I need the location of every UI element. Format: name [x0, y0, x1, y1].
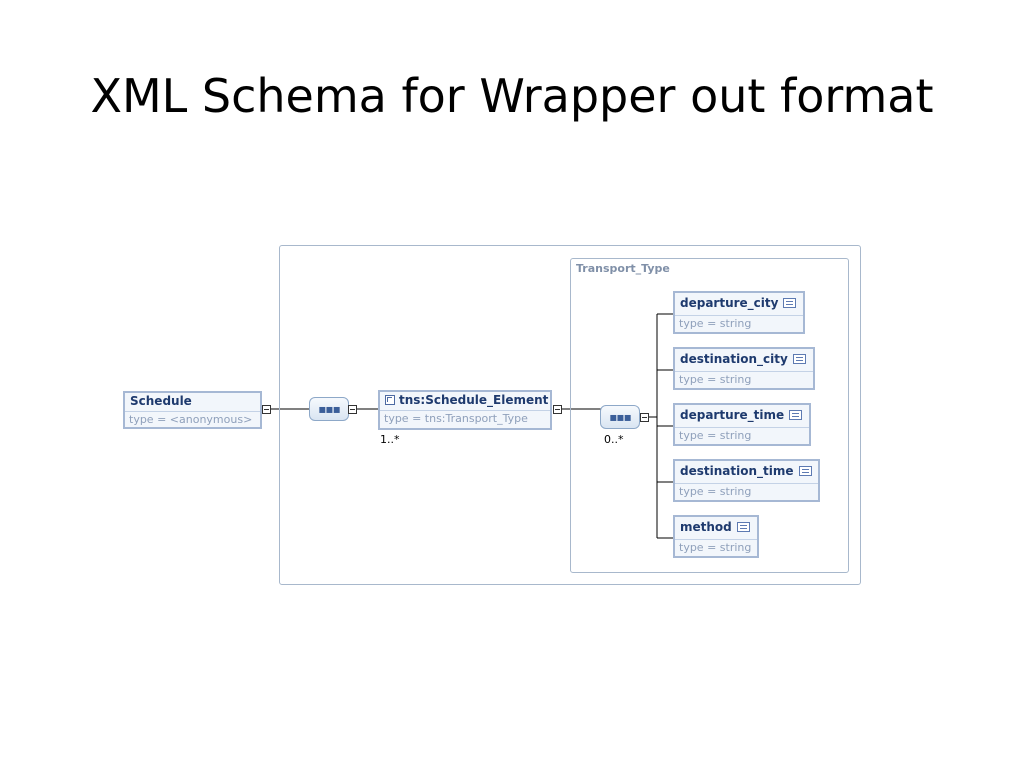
- sequence-icon[interactable]: ▪▪▪: [600, 405, 640, 429]
- child-element-destination-city[interactable]: destination_city type = string: [673, 347, 815, 390]
- sequence-occurs-label: 0..*: [604, 433, 624, 446]
- child-element-type: type = string: [679, 317, 752, 330]
- ref-icon: [385, 395, 395, 405]
- child-element-type: type = string: [679, 485, 752, 498]
- doc-icon: [792, 354, 806, 364]
- child-element-name: destination_city: [680, 352, 788, 366]
- schedule-element-type: type = <anonymous>: [129, 413, 253, 426]
- transport-type-frame: [570, 258, 849, 573]
- element-occurs-label: 1..*: [380, 433, 400, 446]
- child-element-type: type = string: [679, 373, 752, 386]
- transport-type-label: Transport_Type: [576, 262, 670, 275]
- schedule-element-name: Schedule: [125, 393, 260, 412]
- collapse-icon[interactable]: [348, 405, 357, 414]
- schedule-element-ref-name: tns:Schedule_Element: [399, 393, 549, 407]
- child-element-departure-time[interactable]: departure_time type = string: [673, 403, 811, 446]
- doc-icon: [736, 522, 750, 532]
- collapse-icon[interactable]: [553, 405, 562, 414]
- child-element-name: method: [680, 520, 732, 534]
- child-element-type: type = string: [679, 429, 752, 442]
- schedule-element[interactable]: Schedule type = <anonymous>: [123, 391, 262, 429]
- child-element-name: departure_city: [680, 296, 779, 310]
- schedule-element-ref[interactable]: tns:Schedule_Element type = tns:Transpor…: [378, 390, 552, 430]
- sequence-icon[interactable]: ▪▪▪: [309, 397, 349, 421]
- child-element-name: destination_time: [680, 464, 794, 478]
- slide-title: XML Schema for Wrapper out format: [90, 69, 934, 123]
- child-element-name: departure_time: [680, 408, 785, 422]
- collapse-icon[interactable]: [640, 413, 649, 422]
- collapse-icon[interactable]: [262, 405, 271, 414]
- schedule-element-ref-type: type = tns:Transport_Type: [384, 412, 528, 425]
- child-element-departure-city[interactable]: departure_city type = string: [673, 291, 805, 334]
- child-element-method[interactable]: method type = string: [673, 515, 759, 558]
- child-element-type: type = string: [679, 541, 752, 554]
- schedule-content-frame: [279, 245, 861, 585]
- doc-icon: [783, 298, 797, 308]
- child-element-destination-time[interactable]: destination_time type = string: [673, 459, 820, 502]
- doc-icon: [789, 410, 803, 420]
- doc-icon: [798, 466, 812, 476]
